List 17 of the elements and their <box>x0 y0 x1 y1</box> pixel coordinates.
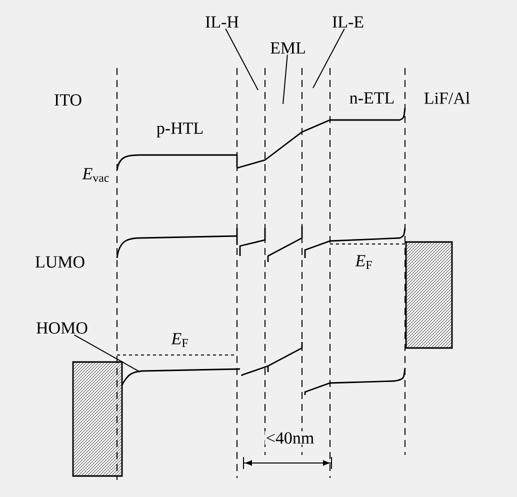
dimension-label: <40nm <box>264 431 316 445</box>
layer-label: EML <box>270 42 305 54</box>
layer-label: p-HTL <box>155 122 205 138</box>
layer-label: ITO <box>53 93 84 107</box>
leader-line <box>282 54 288 104</box>
leader-line <box>74 334 140 372</box>
layer-label: IL-E <box>332 16 364 28</box>
layer-label: LiF/Al <box>422 91 472 105</box>
layer-label: IL-H <box>206 16 238 28</box>
layer-label: n-ETL <box>348 91 396 105</box>
level-label: LUMO <box>34 255 86 269</box>
leader-line <box>225 28 258 90</box>
level-label: E$_{vac}$ <box>81 167 111 183</box>
fermi-level-label: E$_{F}$ <box>354 254 374 270</box>
layer-label: HOMO <box>36 322 88 334</box>
fermi-level-label: E$_{F}$ <box>170 332 190 348</box>
leader-line <box>312 28 345 88</box>
